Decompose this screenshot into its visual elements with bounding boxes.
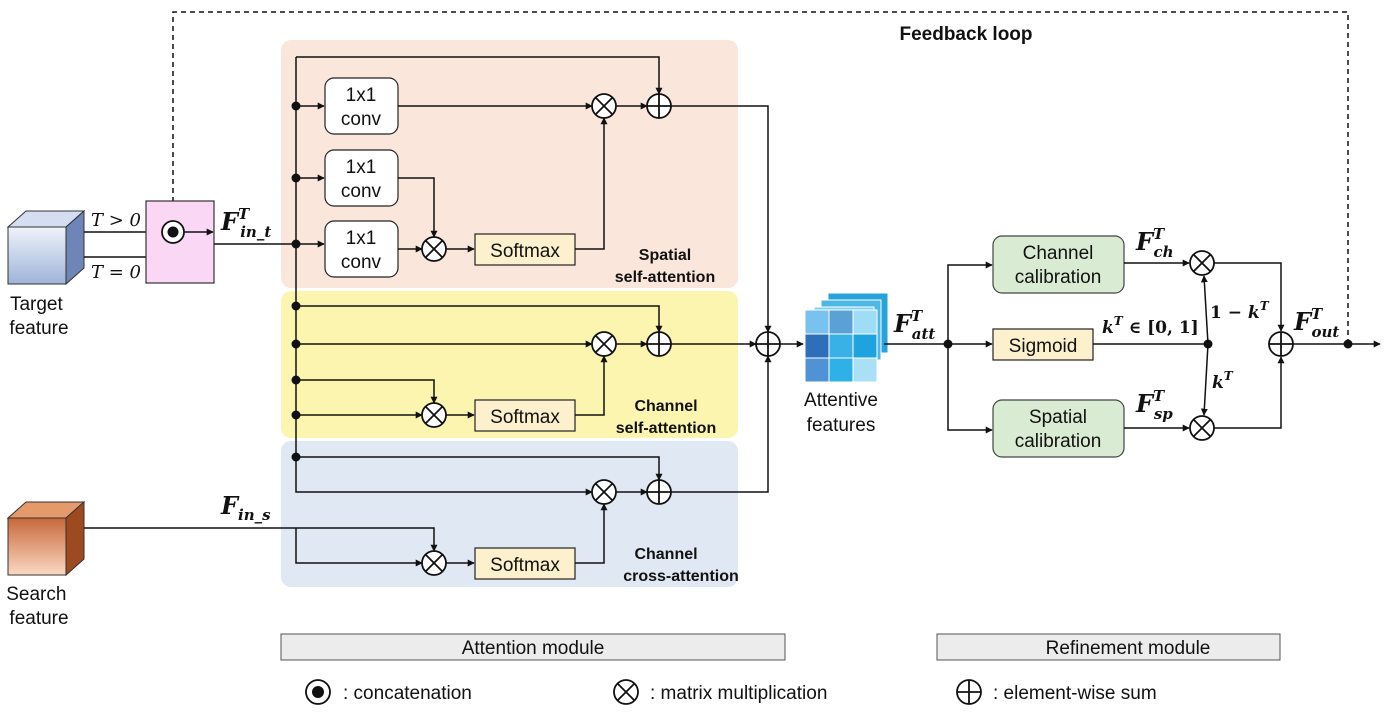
k-label: kT: [1212, 369, 1234, 393]
target-feature-cube: [6, 209, 86, 286]
legend-concat-label: : concatenation: [343, 683, 472, 704]
svg-text:Sigmoid: Sigmoid: [1009, 336, 1078, 357]
refinement-module-bar: [936, 633, 1281, 661]
f-in-s-label: Fin_s: [220, 491, 271, 524]
svg-text:Softmax: Softmax: [490, 555, 560, 576]
sigmoid-block: [992, 328, 1094, 361]
feedback-loop-label: Feedback loop: [899, 24, 1032, 45]
attention-module-bar: [280, 633, 786, 661]
legend-matmul-label: : matrix multiplication: [650, 683, 827, 704]
feedback-loop-line: [169, 11, 1349, 344]
attentive-features-cube: [804, 292, 889, 383]
channel-calibration-block: [992, 235, 1125, 294]
softmax-block-channel-cross: [474, 547, 576, 580]
matmul-symbols: [421, 93, 1215, 576]
legend-sum-label: : element-wise sum: [993, 683, 1157, 704]
search-feature-cube: [6, 500, 86, 577]
junction-dots: [291, 101, 1353, 462]
legend-concat-icon: [305, 679, 331, 705]
search-feature-label: Search feature: [6, 584, 71, 629]
softmax-block-spatial: [474, 233, 576, 266]
svg-text:Attention module: Attention module: [462, 638, 605, 659]
k-range-label: kT ∈ [0, 1]: [1102, 314, 1199, 338]
condition-t-gt-0: T > 0: [91, 210, 141, 231]
condition-t-eq-0: T = 0: [91, 262, 141, 283]
target-feature-label: Target feature: [9, 294, 68, 339]
concat-block: [145, 200, 215, 284]
svg-text:Refinement module: Refinement module: [1046, 638, 1211, 659]
one-minus-k-label: 1 − kT: [1210, 299, 1270, 323]
channel-self-attention-region: [281, 291, 738, 438]
legend-matmul-icon: [613, 679, 639, 705]
sum-symbols: [646, 93, 1294, 505]
channel-cross-attention-region: [281, 441, 738, 587]
svg-text:Softmax: Softmax: [490, 241, 560, 262]
svg-text:Softmax: Softmax: [490, 407, 560, 428]
legend-sum-icon: [956, 679, 982, 705]
